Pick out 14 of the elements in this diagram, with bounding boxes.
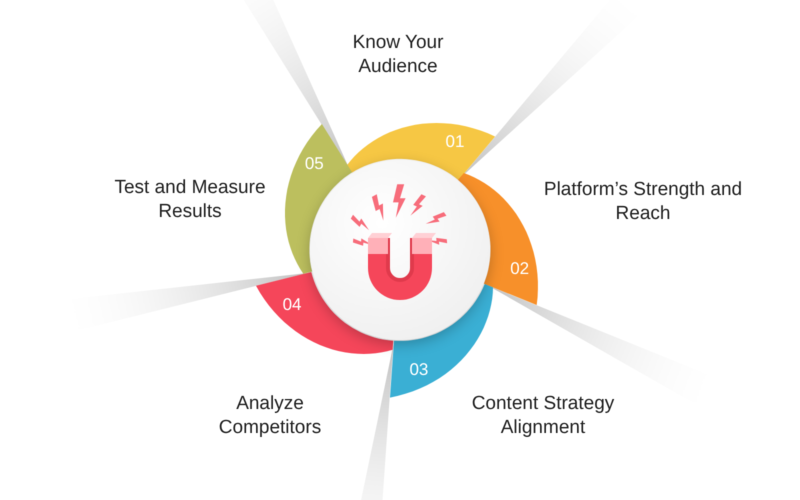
step-number: 05 xyxy=(304,154,324,174)
step-title: Know Your Audience xyxy=(352,31,444,79)
step-number: 03 xyxy=(409,360,428,380)
step-number: 01 xyxy=(446,132,464,152)
petal-segment xyxy=(284,124,352,274)
step-title: Content Strategy Alignment xyxy=(470,392,616,440)
petal-segment xyxy=(347,123,496,180)
step-number: 04 xyxy=(282,294,302,315)
petal-segment xyxy=(256,272,394,354)
petal-segment xyxy=(458,173,538,306)
step-title: Analyze Competitors xyxy=(218,392,322,440)
step-title: Platform’s Strength and Reach xyxy=(542,178,744,226)
step-title: Test and Measure Results xyxy=(113,176,267,224)
step-number: 02 xyxy=(510,258,530,279)
